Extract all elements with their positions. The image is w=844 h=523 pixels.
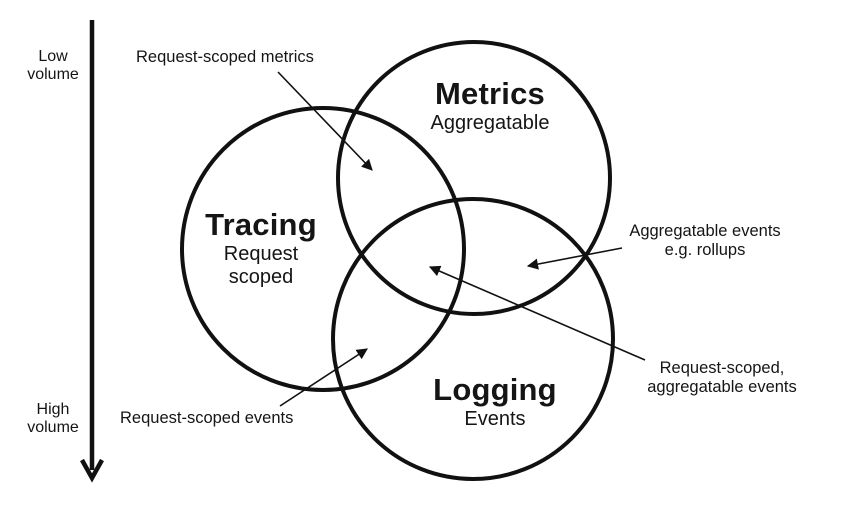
volume-axis-arrowhead-icon <box>80 458 104 483</box>
metrics-label: Metrics Aggregatable <box>431 76 550 135</box>
low-label-line2: volume <box>27 66 79 84</box>
request-scoped-events-annotation: Request-scoped events <box>120 409 294 427</box>
request-scoped-aggregatable-arrow <box>428 265 646 361</box>
metrics-title: Metrics <box>435 76 545 111</box>
request-scoped-events-arrow <box>279 348 368 407</box>
request-scoped-metrics-arrow <box>277 71 373 171</box>
aggregatable-events-line1: Aggregatable events <box>629 222 781 240</box>
aggregatable-events-annotation: Aggregatable events e.g. rollups <box>629 222 780 260</box>
venn-diagram-svg <box>80 20 646 483</box>
tracing-circle <box>180 106 466 392</box>
tracing-subtitle-line1: Request <box>223 242 299 265</box>
high-label-line1: High <box>36 401 70 418</box>
logging-title: Logging <box>433 372 557 407</box>
high-label-line2: volume <box>27 419 79 437</box>
aggregatable-events-arrow <box>526 247 623 270</box>
request-scoped-metrics-annotation: Request-scoped metrics <box>136 48 314 66</box>
metrics-circle <box>336 40 612 316</box>
low-volume-label: Low volume <box>27 48 79 85</box>
request-scoped-aggregatable-annotation: Request-scoped, aggregatable events <box>647 359 797 397</box>
request-scoped-aggregatable-line1: Request-scoped, <box>659 359 785 377</box>
logging-circle <box>331 197 615 481</box>
low-label-line1: Low <box>38 48 68 65</box>
logging-label: Logging Events <box>433 372 557 431</box>
metrics-subtitle: Aggregatable <box>430 111 550 134</box>
high-volume-label: High volume <box>27 401 79 438</box>
tracing-subtitle-line2: scoped <box>228 265 294 288</box>
request-scoped-aggregatable-line2: aggregatable events <box>647 377 797 396</box>
tracing-title: Tracing <box>205 207 317 242</box>
tracing-label: Tracing Request scoped <box>205 207 317 289</box>
logging-subtitle: Events <box>464 407 526 430</box>
diagram-canvas: Low volume High volume Metrics Aggregata… <box>10 8 816 496</box>
aggregatable-events-line2: e.g. rollups <box>664 240 746 259</box>
